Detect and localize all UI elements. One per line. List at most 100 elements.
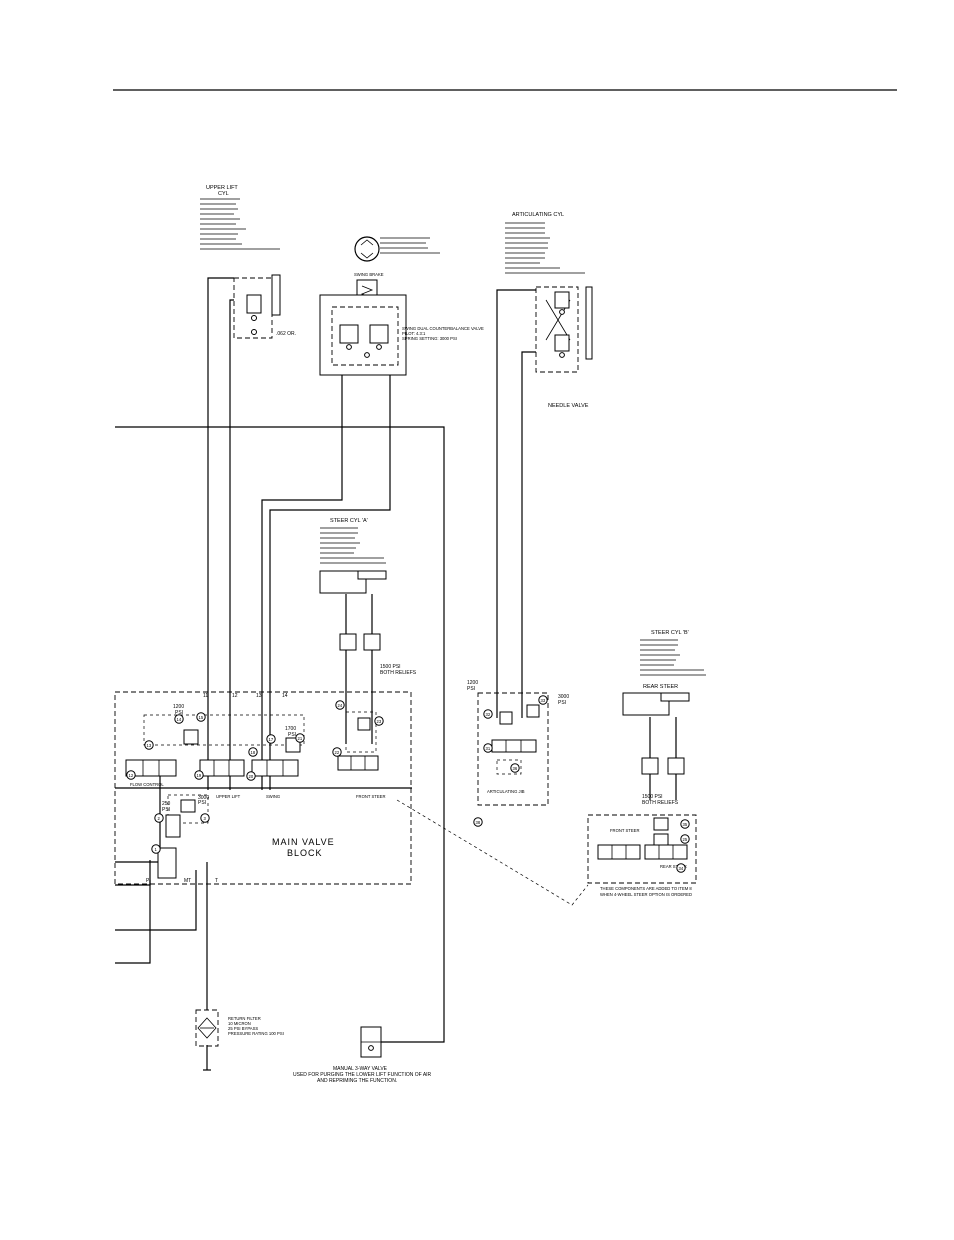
svg-text:3: 3: [204, 816, 207, 821]
upper-lift-cylinder-body: [271, 274, 281, 316]
upper-lift-spec-lines: [200, 198, 280, 250]
svg-text:24: 24: [338, 703, 343, 708]
svg-text:18: 18: [251, 750, 256, 755]
port-label-11: 11: [203, 693, 208, 699]
upper-lift-label: UPPER LIFT: [216, 794, 241, 799]
rear-steer-cyl-right: [660, 692, 690, 702]
main-valve-block: MAIN VALVE BLOCK 11 12 13 14 P MT T FLOW…: [114, 691, 412, 885]
upper-lift-cylinder-group: UPPER LIFT CYL .062 OR.: [200, 185, 296, 339]
relief-1700: [285, 737, 301, 753]
return-filter-line-2: 25 PSI BYPASS: [228, 1026, 258, 1031]
svg-text:35: 35: [683, 822, 688, 827]
cb-valve-line1: SWING DUAL COUNTERBALANCE VALVE: [402, 326, 484, 331]
steer-a-relief-psi: 1500 PSI: [380, 664, 401, 670]
articulating-spec-lines: [505, 222, 585, 274]
svg-text:2: 2: [158, 816, 161, 821]
svg-text:17: 17: [269, 737, 274, 742]
front-steer-spool: [337, 755, 379, 771]
port-label-12: 12: [232, 693, 238, 699]
rear-steer-block: FRONT STEER REAR STEER 35 25 34 THESE CO…: [587, 814, 697, 897]
manual-valve-line2: USED FOR PURGING THE LOWER LIFT FUNCTION…: [293, 1072, 432, 1078]
articulating-holding-valve: [535, 286, 579, 373]
svg-text:34: 34: [679, 866, 684, 871]
svg-text:1: 1: [155, 847, 158, 852]
articulating-jib-block: 1200 PSI 3000 PSI ARTICULATING JIB 32 33…: [467, 680, 569, 827]
svg-text:25: 25: [683, 837, 688, 842]
return-filter-icon: [195, 1009, 219, 1047]
upper-lift-cyl-title: UPPER LIFT: [206, 185, 238, 191]
manual-valve-line3: AND REPRIMING THE FUNCTION.: [317, 1078, 397, 1084]
upper-lift-spool: [199, 759, 245, 777]
articulating-cylinder-body: [585, 286, 593, 360]
jib-psi-3000-unit: PSI: [558, 700, 566, 706]
upper-lift-holding-valve: [233, 277, 273, 339]
svg-text:32: 32: [486, 712, 491, 717]
rear-steer-block-label: REAR STEER: [660, 864, 687, 869]
callout-circles: 14 15 13 12 19 20 18 17 21 2 3 1 24 23 2…: [126, 700, 384, 854]
swing-label: SWING: [266, 794, 280, 799]
swing-spool: [251, 759, 299, 777]
psi-250-unit: PSI: [162, 807, 170, 813]
steer-a-spec-lines: [320, 527, 386, 564]
rear-steer-spool-right: [644, 844, 688, 860]
steer-cyl-a-title: STEER CYL 'A': [330, 518, 368, 524]
psi-3000: 3000: [198, 795, 209, 801]
swing-cb-valve-box: [319, 294, 407, 376]
svg-text:21: 21: [298, 736, 303, 741]
articulating-spool: [491, 739, 537, 753]
swing-brake-label: SWING BRAKE: [354, 272, 384, 277]
svg-text:31: 31: [486, 746, 491, 751]
front-steer-label: FRONT STEER: [356, 794, 385, 799]
cb-valve-line2: PILOT: 4.3:1: [402, 331, 426, 336]
svg-text:20: 20: [249, 774, 254, 779]
needle-valve-label: NEEDLE VALVE: [548, 403, 589, 409]
svg-text:13: 13: [147, 743, 152, 748]
articulating-cylinder-group: ARTICULATING CYL NEEDLE VALVE: [505, 212, 593, 409]
svg-text:33: 33: [541, 698, 546, 703]
added-components-line2: WHEN 4-WHEEL STEER OPTION IS ORDERED: [600, 892, 692, 897]
flow-control-label: FLOW CONTROL: [130, 782, 164, 787]
return-filter-line-0: RETURN FILTER: [228, 1016, 261, 1021]
swing-motor-icon: [354, 236, 380, 262]
cb-valve-line3: SPRING SETTING: 3000 PSI: [402, 336, 457, 341]
svg-text:12: 12: [129, 773, 134, 778]
upper-lift-cyl-title2: CYL: [218, 191, 229, 197]
return-filter-line-1: 10 MICRON: [228, 1021, 251, 1026]
jib-psi-1200: 1200: [467, 680, 478, 686]
steer-cyl-a-right: [357, 570, 387, 580]
steer-cyl-a-left: [319, 570, 367, 594]
main-valve-title1: MAIN VALVE: [272, 837, 335, 847]
port-t: T: [215, 878, 218, 884]
flow-control-spool: [125, 759, 177, 777]
pipe-lines: [115, 277, 677, 1070]
rear-steer-label: REAR STEER: [643, 684, 678, 690]
manual-valve-line1: MANUAL 3-WAY VALVE: [333, 1066, 388, 1072]
main-valve-title2: BLOCK: [287, 848, 323, 858]
articulating-block-boundary: [477, 692, 549, 806]
front-steer-rear-label: FRONT STEER: [610, 828, 639, 833]
steer-a-relief-right: [363, 633, 381, 651]
svg-text:14: 14: [177, 717, 182, 722]
orifice-label: .062 OR.: [276, 331, 296, 337]
port-mt: MT: [184, 878, 191, 884]
main-valve-block-boundary: [114, 691, 412, 885]
svg-text:36: 36: [513, 766, 518, 771]
psi-1700: 1700: [285, 726, 296, 732]
swing-motor-group: SWING BRAKE SWING DUAL COUNTERBALANCE VA…: [319, 236, 484, 376]
svg-text:22: 22: [335, 750, 340, 755]
jib-psi-1200-unit: PSI: [467, 686, 475, 692]
rear-steer-cyl-left: [622, 692, 670, 716]
relief-1200: [183, 729, 199, 745]
svg-text:19: 19: [197, 773, 202, 778]
check-valve-block: [157, 847, 177, 879]
rear-both-reliefs: BOTH RELIEFS: [642, 800, 679, 806]
steer-a-relief-left: [339, 633, 357, 651]
port-p: P: [146, 878, 150, 884]
added-components-line1: THESE COMPONENTS ARE ADDED TO ITEM 8: [600, 886, 692, 891]
svg-text:23: 23: [377, 719, 382, 724]
rear-steer-spool-left: [597, 844, 641, 860]
psi-1700-unit: PSI: [288, 732, 296, 738]
manual-valve-group: MANUAL 3-WAY VALVE USED FOR PURGING THE …: [293, 1026, 432, 1084]
